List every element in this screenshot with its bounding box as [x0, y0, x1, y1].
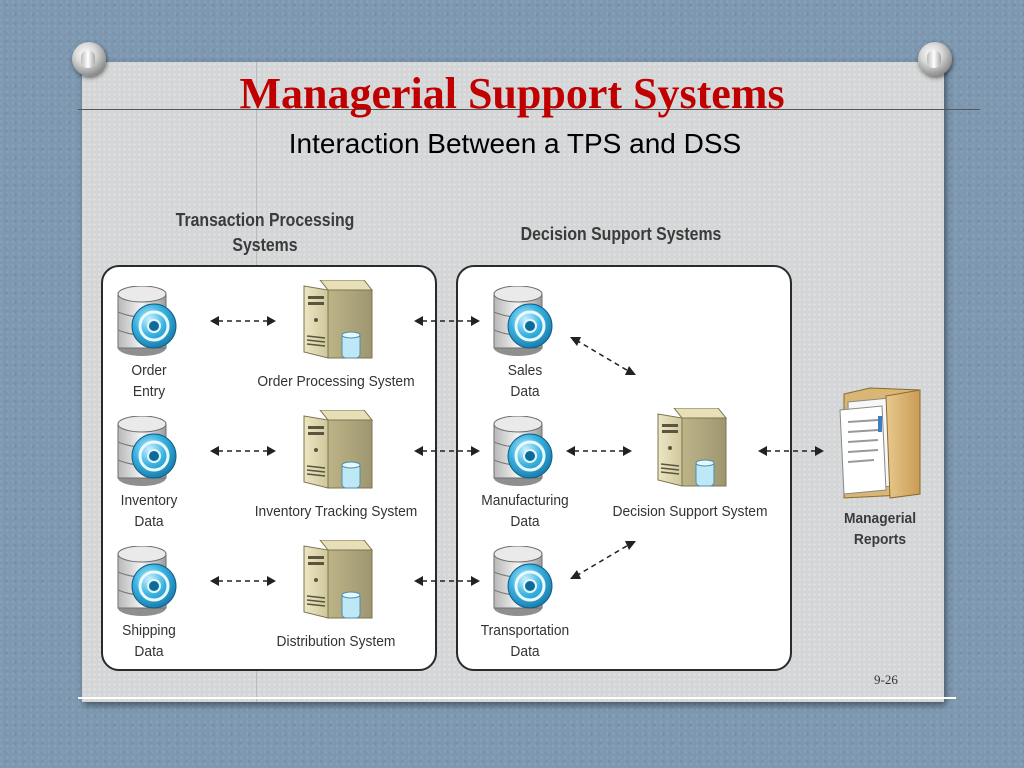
tps-db-label-order-entry: Order Entry	[103, 360, 195, 402]
label-line: Entry	[132, 383, 166, 400]
tps-system-label: Inventory Tracking System	[254, 503, 418, 520]
database-icon	[116, 286, 178, 358]
dss-system-label: Decision Support System	[612, 503, 768, 520]
server-icon	[303, 540, 373, 619]
label-line: Data	[510, 383, 540, 400]
tps-system-label: Order Processing System	[257, 373, 415, 390]
bidirectional-arrow-diagonal	[570, 541, 636, 579]
label-line: Shipping	[122, 622, 176, 639]
label-line: Transportation	[480, 622, 570, 639]
label-line: Order	[131, 362, 167, 379]
label-line: Reports	[853, 531, 907, 548]
bidirectional-arrow	[210, 576, 276, 586]
bidirectional-arrow	[414, 316, 480, 326]
tps-heading-line2: Systems	[232, 235, 298, 255]
bidirectional-arrow	[210, 316, 276, 326]
reports-label: Managerial Reports	[830, 508, 929, 550]
label-line: Data	[510, 643, 540, 660]
dss-db-label-sales: Sales Data	[474, 360, 575, 402]
server-icon	[657, 408, 727, 487]
label-line: Data	[510, 513, 540, 530]
database-icon	[116, 546, 178, 618]
slide-title: Managerial Support Systems	[239, 69, 785, 118]
pushpin-left-icon	[72, 42, 106, 76]
dss-heading: Decision Support Systems	[520, 224, 722, 244]
slide-subtitle: Interaction Between a TPS and DSS	[288, 128, 742, 159]
tps-heading: Transaction Processing Systems	[164, 208, 366, 258]
dss-db-label-transportation: Transportation Data	[474, 620, 575, 662]
server-icon	[303, 410, 373, 489]
bidirectional-arrow-diagonal	[570, 337, 636, 375]
dss-db-label-manufacturing: Manufacturing Data	[474, 490, 575, 532]
tps-db-label-inventory: Inventory Data	[103, 490, 195, 532]
label-line: Inventory	[120, 492, 178, 509]
database-icon	[492, 416, 554, 488]
pushpin-right-icon	[918, 42, 952, 76]
footer-divider-line	[78, 697, 956, 699]
page-number: 9-26	[874, 672, 898, 687]
label-line: Data	[134, 643, 164, 660]
tps-heading-line1: Transaction Processing	[175, 210, 355, 230]
tps-db-label-shipping: Shipping Data	[103, 620, 195, 662]
database-icon	[116, 416, 178, 488]
bidirectional-arrow	[414, 576, 480, 586]
bidirectional-arrow	[566, 446, 632, 456]
database-icon	[492, 286, 554, 358]
tps-system-label: Distribution System	[276, 633, 396, 650]
label-line: Data	[134, 513, 164, 530]
title-divider-line	[78, 109, 980, 110]
bidirectional-arrow	[414, 446, 480, 456]
server-icon	[303, 280, 373, 359]
label-line: Managerial	[843, 510, 917, 527]
label-line: Manufacturing	[481, 492, 569, 509]
bidirectional-arrow	[758, 446, 824, 456]
database-icon	[492, 546, 554, 618]
label-line: Sales	[507, 362, 543, 379]
folder-reports-icon	[839, 387, 921, 499]
bidirectional-arrow	[210, 446, 276, 456]
